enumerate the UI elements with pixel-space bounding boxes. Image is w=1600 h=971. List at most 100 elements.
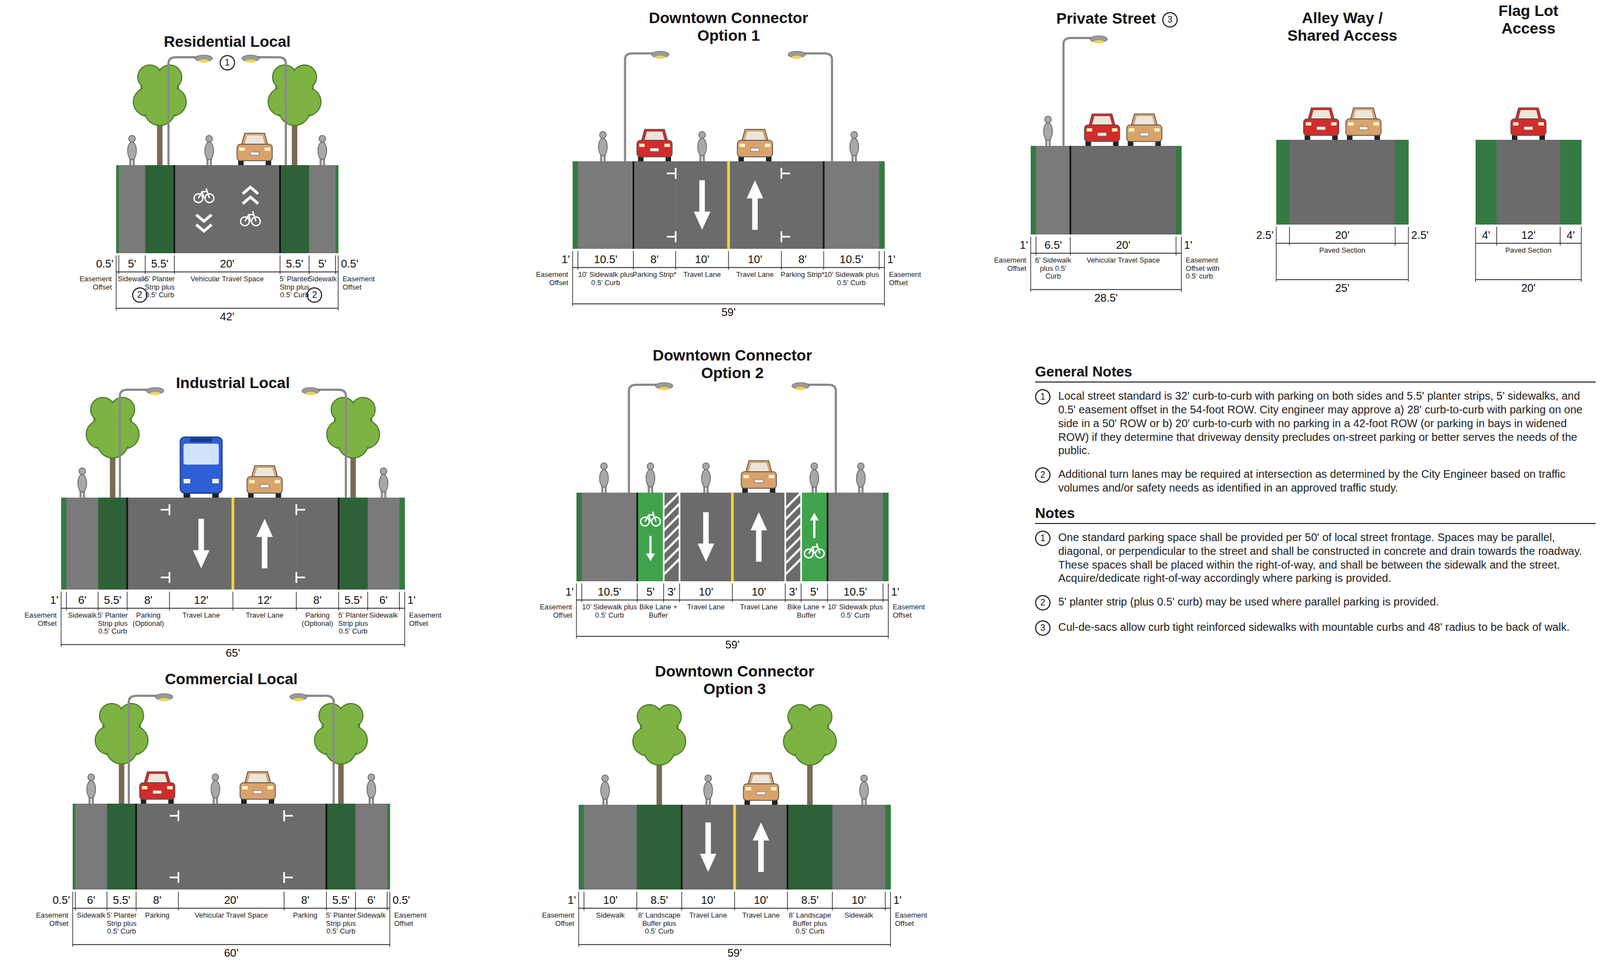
parking-mark <box>781 167 791 243</box>
dimension: 0.5' <box>95 257 114 270</box>
street-lamp <box>120 387 165 498</box>
callout-number: 2 <box>1035 467 1051 483</box>
dimension: 2.5' <box>1411 229 1429 242</box>
segment-label: Easement Offset <box>528 911 575 928</box>
segment-label: Parking (Optional) <box>126 611 171 628</box>
dimension: 5.5' <box>150 257 169 270</box>
segment-label: Travel Lane <box>168 611 234 620</box>
car <box>247 465 283 498</box>
dimension: 20' <box>1335 229 1350 242</box>
segment-label: Sidewalk <box>583 911 639 921</box>
segment-label: 5' Planter Strip plus 0.5' Curb <box>96 611 129 636</box>
total-width: 65' <box>225 646 241 660</box>
car <box>1303 107 1340 140</box>
dimension: 2.5' <box>1255 229 1274 242</box>
street-lamp <box>791 382 836 493</box>
car <box>1084 113 1120 146</box>
street-cross-section <box>578 804 891 890</box>
dimension: 8' <box>153 894 162 907</box>
segment-label: 5' Planter Strip plus 0.5' Curb <box>337 611 369 636</box>
dimension: 6' <box>78 594 87 607</box>
person <box>204 135 214 166</box>
dimension: 8.5' <box>650 894 669 907</box>
street-cross-section <box>1030 145 1182 235</box>
person <box>598 131 608 162</box>
car <box>1345 107 1381 140</box>
segment-label: Easement Offset <box>980 256 1027 273</box>
person <box>77 467 87 498</box>
sharrow-marking <box>240 187 261 226</box>
person <box>697 131 707 162</box>
dimension-lines <box>578 891 891 948</box>
person <box>701 463 711 493</box>
car <box>743 773 779 805</box>
segment-label: Travel Lane <box>678 603 734 612</box>
segment-label: Sidewalk <box>65 611 100 620</box>
person <box>859 775 869 805</box>
dimension: 1' <box>407 594 416 607</box>
segment-label: Parking Strip* <box>632 270 677 280</box>
callout-number: 2 <box>1035 595 1051 611</box>
dimension: 10' <box>747 253 763 266</box>
callout-number: 1 <box>219 55 236 71</box>
segment-label: Travel Lane <box>231 611 298 620</box>
total-width: 59' <box>727 947 742 960</box>
dimension: 6.5' <box>1044 238 1063 252</box>
dimension: 3' <box>788 585 798 598</box>
segment-label: Easement Offset with 0.5' curb <box>1185 256 1233 281</box>
dimension: 8' <box>301 894 310 907</box>
dimension: 8' <box>650 253 659 266</box>
dimension-lines <box>116 255 339 311</box>
segment-label: Vehicular Travel Space <box>1069 256 1178 265</box>
segment-label: 10' Sidewalk plus 0.5' Curb <box>826 603 885 620</box>
note-item: 3Cul-de-sacs allow curb tight reinforced… <box>1035 620 1596 636</box>
note-item: 2Additional turn lanes may be required a… <box>1035 467 1596 495</box>
segment-label: Sidewalk <box>117 275 147 284</box>
parking-mark <box>666 167 676 243</box>
dimension: 1' <box>567 894 576 907</box>
dimension: 8.5' <box>801 894 819 907</box>
segment-label: Easement Offset <box>409 611 456 628</box>
note-item: 2 5' planter strip (plus 0.5' curb) may b… <box>1035 595 1596 611</box>
car <box>637 129 673 162</box>
street-cross-section <box>1475 139 1582 225</box>
dimension: 10' <box>751 585 766 598</box>
segment-label: Sidewalk <box>366 611 401 620</box>
note-text: 5' planter strip (plus 0.5' curb) may be… <box>1058 595 1596 609</box>
tree <box>632 704 686 805</box>
dimension: 0.5' <box>392 894 411 907</box>
segment-label: Travel Lane <box>680 911 736 921</box>
segment-label: Easement Offset <box>65 275 112 292</box>
dimension: 6' <box>367 894 376 907</box>
section-title: Downtown Connector Option 3 <box>646 662 823 699</box>
dimension: 20' <box>220 257 235 270</box>
lane-arrow <box>697 512 715 563</box>
segment-label: Travel Lane <box>674 270 730 280</box>
car <box>1510 107 1547 140</box>
segment-label: Travel Lane <box>731 603 787 612</box>
segment-label: Parking <box>283 911 328 921</box>
dimension: 10' <box>603 894 618 907</box>
bike-lane-symbol <box>804 513 825 559</box>
dimension: 12' <box>257 594 272 607</box>
segment-label: Bike Lane + Buffer <box>635 603 681 620</box>
dimension: 20' <box>224 894 239 907</box>
notes-heading: General Notes <box>1035 363 1596 383</box>
dimension: 4' <box>1566 229 1575 242</box>
dimension: 5' <box>127 257 136 270</box>
section-title: Private Street <box>1056 9 1157 28</box>
person <box>379 467 389 498</box>
street-cross-section <box>1276 139 1409 225</box>
section-title: Flag Lot Access <box>1487 2 1570 38</box>
segment-label: Sidewalk <box>74 911 109 921</box>
segment-label: 5' Planter Strip plus 0.5' Curb <box>325 911 357 936</box>
dimension: 10' <box>700 894 716 907</box>
segment-label: Easement Offset <box>10 611 57 628</box>
car <box>139 771 176 804</box>
segment-label: 6' Sidewalk plus 0.5' Curb <box>1035 256 1072 281</box>
section-title: Downtown Connector Option 2 <box>644 346 821 383</box>
person <box>809 463 819 493</box>
dimension: 5.5' <box>344 594 363 607</box>
street-cross-section <box>572 161 885 249</box>
total-width: 20' <box>1521 281 1536 295</box>
